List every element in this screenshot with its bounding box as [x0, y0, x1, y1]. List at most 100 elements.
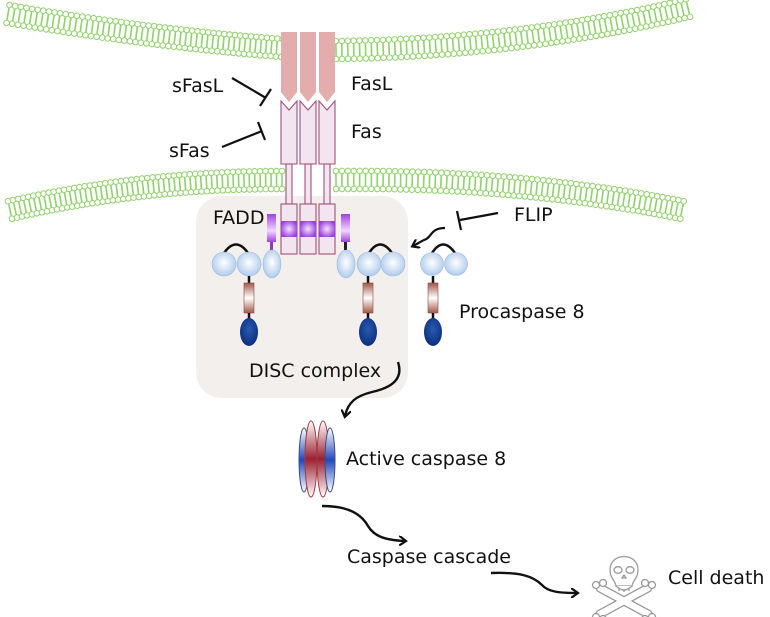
lipid-tail: [595, 189, 599, 202]
lipid-head: [230, 49, 237, 57]
lipid-head: [502, 45, 509, 53]
lipid-head: [462, 49, 469, 57]
lipid-head: [183, 26, 190, 34]
lipid-tail: [275, 41, 278, 54]
lipid-tail: [105, 185, 109, 199]
lipid-head: [682, 0, 690, 3]
lipid-head: [414, 186, 422, 194]
caspase-cascade-label: Caspase cascade: [347, 546, 511, 568]
lipid-head: [643, 191, 651, 198]
lipid-head: [34, 6, 42, 14]
lipid-head: [215, 30, 223, 37]
lipid-head: [488, 190, 495, 197]
lipid-head: [420, 168, 428, 176]
lipid-head: [438, 51, 446, 58]
lipid-head: [510, 192, 518, 199]
lipid-head: [489, 172, 497, 179]
lipid-head: [229, 168, 237, 176]
lipid-head: [267, 167, 275, 175]
lipid-head: [578, 181, 586, 188]
lipid-tail: [680, 203, 684, 217]
lipid-head: [391, 167, 399, 175]
fas-death-domain: [281, 221, 297, 237]
lipid-head: [562, 19, 569, 27]
lipid-head: [456, 50, 463, 57]
lipid-tail: [647, 10, 652, 23]
lipid-head: [619, 205, 626, 212]
lipid-head: [344, 167, 352, 175]
lipid-tail: [38, 197, 43, 210]
lipid-head: [267, 185, 275, 193]
upper-cell-membrane: [8, 6, 690, 60]
lipid-tail: [99, 186, 104, 199]
lipid-head: [443, 32, 450, 40]
lipid-head: [539, 22, 547, 30]
lipid-head: [525, 42, 532, 50]
lipid-head: [414, 34, 422, 42]
lipid-tail: [248, 39, 252, 52]
lipid-head: [433, 51, 440, 59]
lipid-head: [159, 42, 167, 49]
lipid-head: [536, 41, 544, 48]
lipid-tail: [584, 188, 588, 201]
lipid-head: [11, 2, 19, 10]
lipid-head: [251, 168, 258, 175]
lipid-head: [104, 35, 111, 42]
lipid-head: [523, 175, 530, 182]
lipid-tail: [518, 180, 522, 194]
lipid-head: [650, 3, 657, 10]
lipid-tail: [131, 182, 135, 195]
lower-membrane-lipid-bilayer: [4, 167, 688, 223]
lipid-tail: [570, 24, 575, 37]
lipid-tail: [529, 182, 533, 195]
lipid-tail: [162, 179, 166, 192]
lipid-head: [415, 168, 422, 176]
lipid-tail: [540, 183, 544, 196]
lipid-head: [499, 191, 506, 198]
lipid-tail: [173, 31, 177, 44]
lipid-tail: [422, 174, 425, 188]
lipid-tail: [53, 194, 58, 207]
lipid-head: [408, 186, 416, 193]
lipid-tail: [614, 17, 619, 30]
lipid-head: [397, 168, 405, 175]
lipid-head: [420, 34, 427, 42]
lipid-head: [154, 173, 162, 181]
lipid-head: [670, 17, 678, 24]
lipid-head: [90, 14, 97, 22]
lipid-head: [570, 198, 578, 206]
lipid-head: [115, 36, 123, 44]
lipid-head: [476, 189, 484, 197]
lipid-head: [517, 174, 525, 182]
lipid-head: [632, 189, 640, 196]
lipid-tail: [48, 195, 53, 208]
lipid-head: [466, 31, 473, 38]
sfas-label: sFas: [169, 140, 210, 162]
lipid-tail: [625, 14, 630, 28]
lipid-tail: [535, 182, 539, 195]
lipid-head: [278, 167, 286, 175]
lipid-head: [68, 11, 75, 19]
lipid-head: [671, 214, 679, 222]
lipid-tail: [23, 10, 27, 23]
lipid-head: [385, 36, 393, 43]
lipid-tail: [162, 30, 166, 43]
lipid-tail: [622, 193, 626, 206]
lipid-tail: [576, 23, 580, 36]
lipid-head: [513, 44, 521, 51]
lipid-head: [278, 185, 286, 193]
lipid-head: [213, 48, 221, 55]
lipid-head: [161, 24, 169, 31]
lipid-head: [605, 185, 613, 192]
lipid-head: [653, 20, 661, 28]
lipid-head: [584, 15, 591, 23]
lipid-head: [391, 36, 398, 43]
lipid-head: [542, 40, 549, 48]
lipid-tail: [68, 191, 73, 204]
lipid-tail: [685, 2, 691, 14]
lipid-tail: [520, 31, 524, 44]
lipid-head: [409, 53, 417, 60]
lipid-head: [197, 46, 205, 54]
skull-crossbones-icon: [591, 555, 657, 617]
lipid-head: [538, 194, 545, 202]
